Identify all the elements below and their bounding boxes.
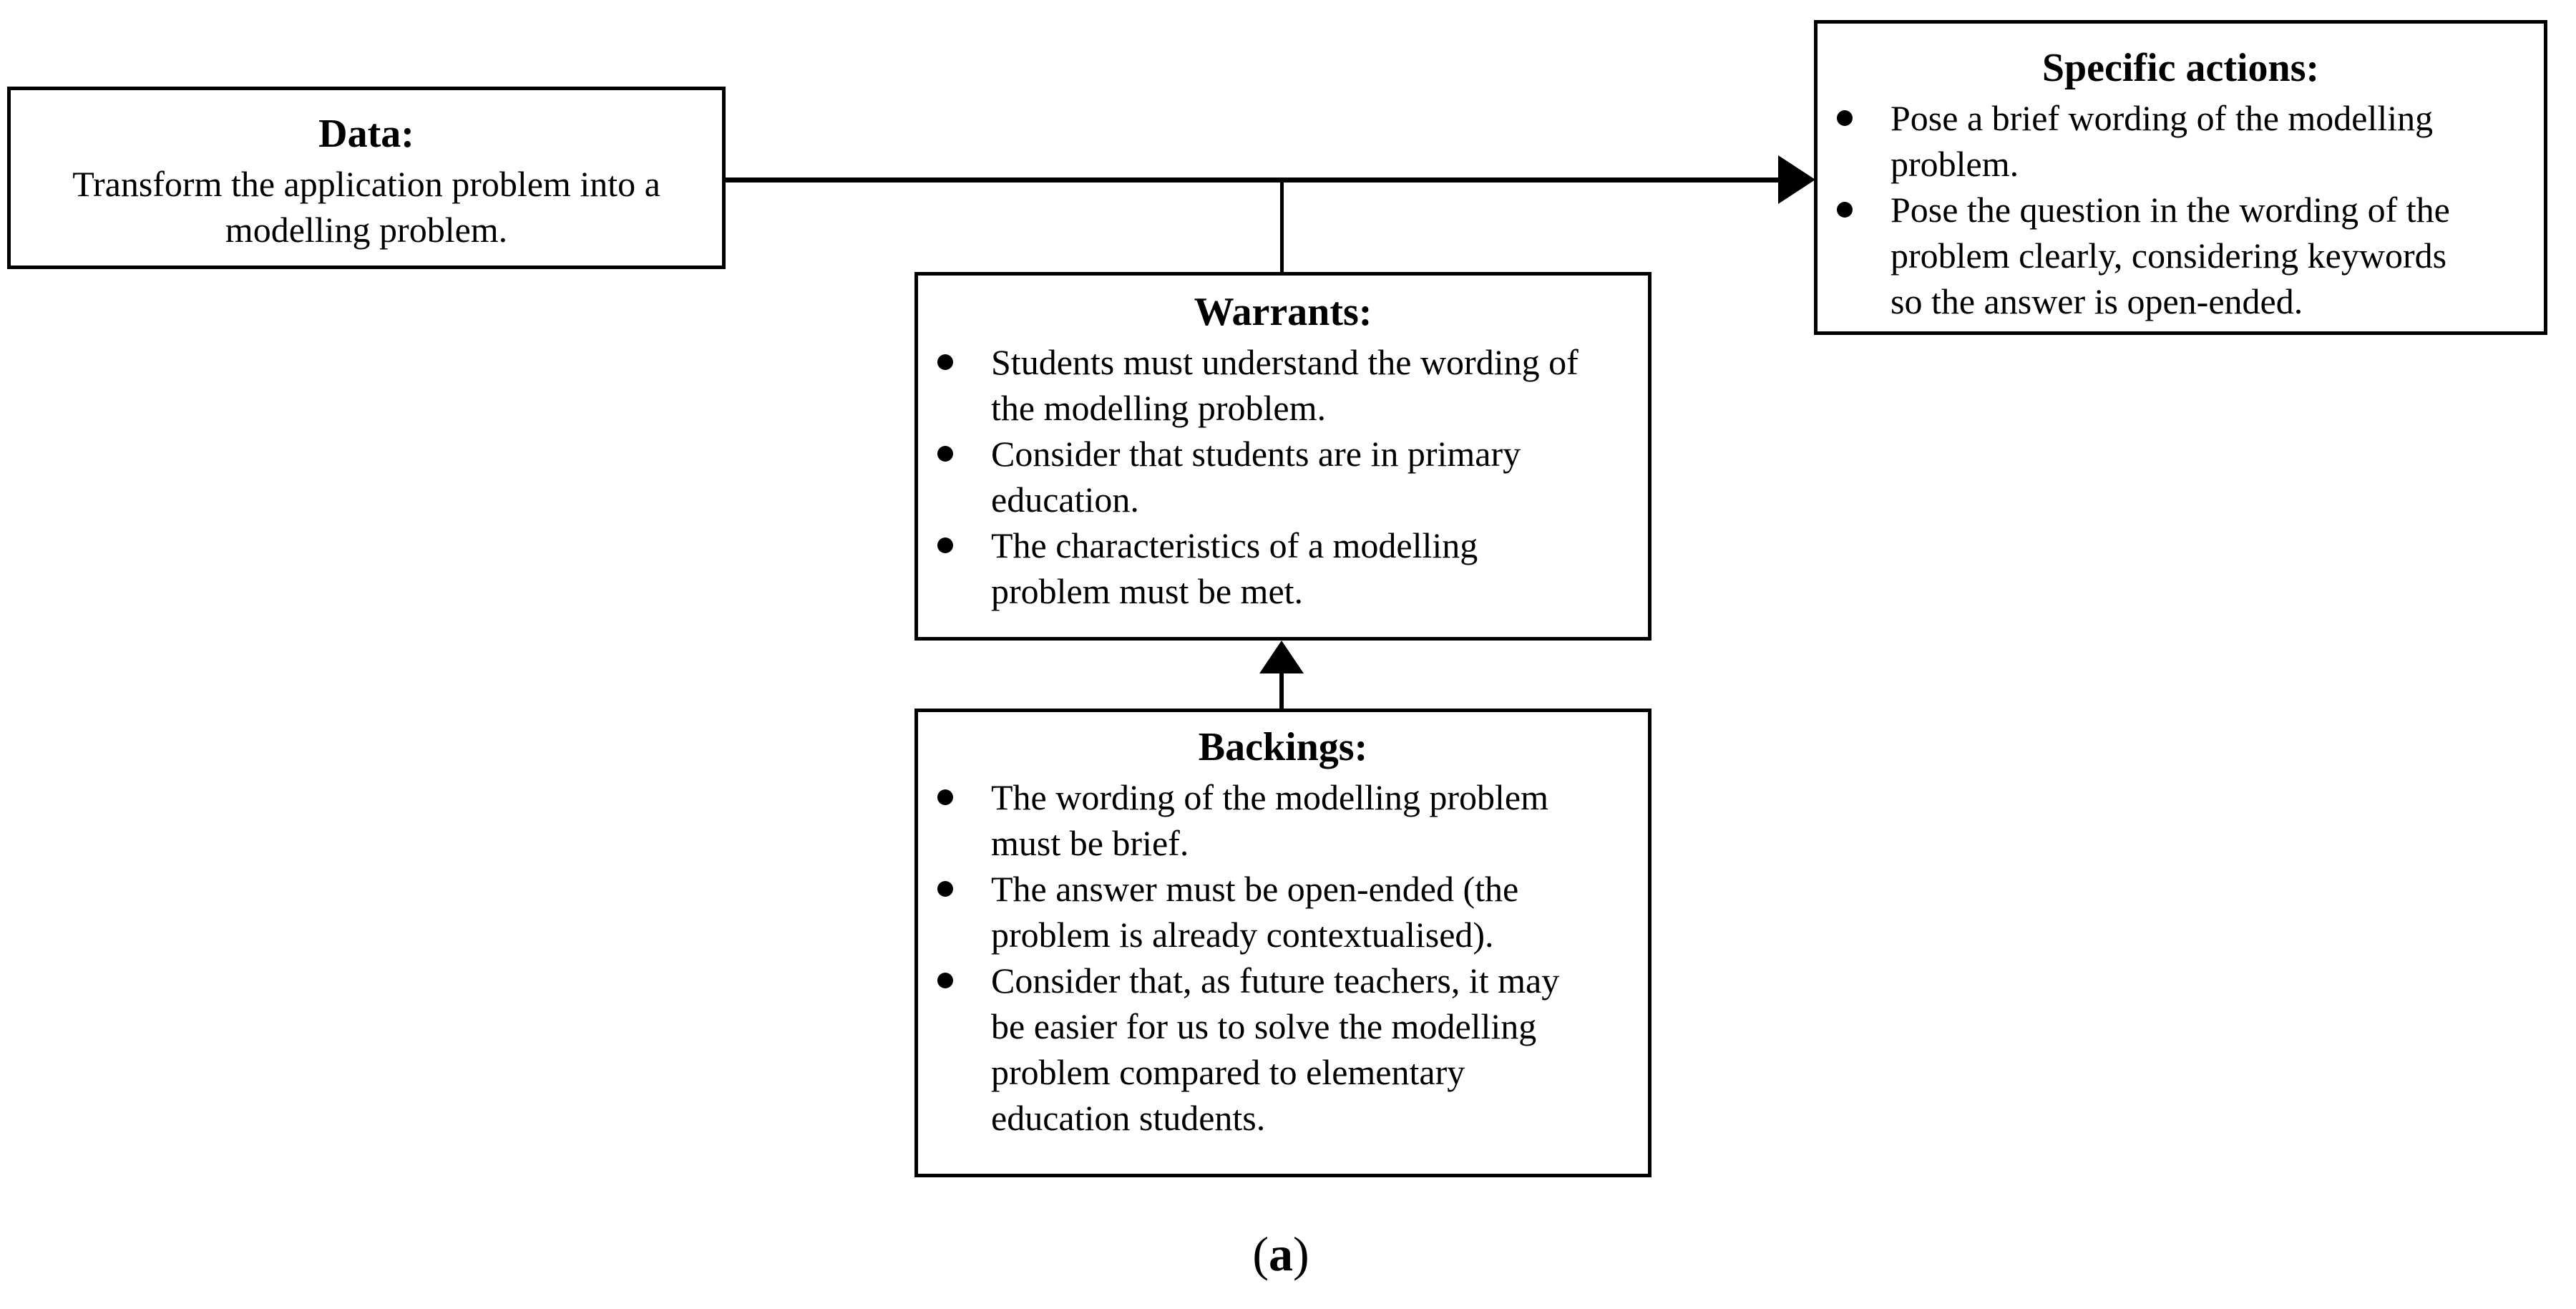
caption-paren-open: ( <box>1252 1227 1269 1281</box>
warrants-box-title: Warrants: <box>1194 290 1372 334</box>
data-box-body: Transform the application problem into a… <box>72 164 660 250</box>
bullet-icon <box>937 789 953 805</box>
list-item: The answer must be open-ended (the probl… <box>918 866 1648 958</box>
warrants-list: Students must understand the wording of … <box>918 339 1648 614</box>
warrants-connector-line <box>1280 183 1284 272</box>
list-item: Pose a brief wording of the modelling pr… <box>1818 95 2544 187</box>
bullet-icon <box>937 354 953 370</box>
data-box-title: Data: <box>318 112 414 156</box>
data-box: Data: Transform the application problem … <box>7 87 726 269</box>
caption-paren-close: ) <box>1293 1227 1309 1281</box>
backings-list: The wording of the modelling problem mus… <box>918 774 1648 1141</box>
list-item-text: Pose the question in the wording of the … <box>1890 190 2450 321</box>
list-item: The wording of the modelling problem mus… <box>918 774 1648 866</box>
specific-actions-box-title: Specific actions: <box>2041 46 2320 90</box>
arrowhead-right-icon <box>1778 155 1815 204</box>
backings-box-title: Backings: <box>1198 725 1368 769</box>
list-item: Students must understand the wording of … <box>918 339 1648 431</box>
backings-to-warrants-arrow-line <box>1279 667 1284 709</box>
list-item: Consider that, as future teachers, it ma… <box>918 958 1648 1141</box>
bullet-icon <box>937 537 953 553</box>
list-item-text: The wording of the modelling problem mus… <box>991 777 1549 863</box>
bullet-icon <box>937 881 953 897</box>
list-item-text: Pose a brief wording of the modelling pr… <box>1890 98 2434 184</box>
backings-box: Backings: The wording of the modelling p… <box>914 709 1652 1177</box>
list-item-text: Consider that students are in primary ed… <box>991 434 1521 520</box>
caption-letter: a <box>1269 1227 1293 1281</box>
warrants-box: Warrants: Students must understand the w… <box>914 272 1652 641</box>
list-item: The characteristics of a modelling probl… <box>918 522 1648 614</box>
list-item-text: The answer must be open-ended (the probl… <box>991 869 1519 955</box>
list-item-text: Consider that, as future teachers, it ma… <box>991 960 1560 1138</box>
data-to-actions-arrow-line <box>726 177 1780 183</box>
list-item-text: Students must understand the wording of … <box>991 342 1579 428</box>
bullet-icon <box>1837 202 1853 218</box>
bullet-icon <box>1837 110 1853 126</box>
list-item: Pose the question in the wording of the … <box>1818 187 2544 324</box>
arrowhead-up-icon <box>1259 641 1304 673</box>
specific-actions-list: Pose a brief wording of the modelling pr… <box>1818 95 2544 324</box>
specific-actions-box: Specific actions: Pose a brief wording o… <box>1814 20 2547 335</box>
list-item-text: The characteristics of a modelling probl… <box>991 525 1478 611</box>
list-item: Consider that students are in primary ed… <box>918 431 1648 522</box>
bullet-icon <box>937 446 953 462</box>
bullet-icon <box>937 973 953 988</box>
figure-caption: (a) <box>1174 1221 1388 1287</box>
